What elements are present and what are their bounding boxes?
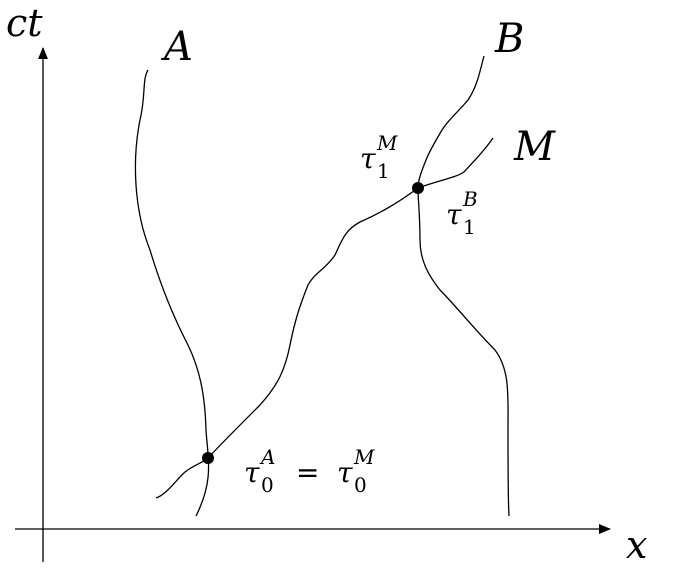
event-0-dot	[202, 452, 214, 464]
svg-text:1: 1	[377, 159, 390, 183]
svg-text:1: 1	[463, 215, 476, 239]
svg-text:M: M	[376, 131, 398, 155]
svg-text:τ: τ	[244, 456, 260, 489]
svg-text:τ: τ	[360, 142, 376, 175]
worldline-b-label: B	[494, 16, 524, 62]
svg-text:τ: τ	[446, 198, 462, 231]
event-1-b-label: τ 1 B	[446, 187, 478, 239]
event-1-m-label: τ 1 M	[360, 131, 398, 183]
svg-text:B: B	[462, 187, 478, 211]
space-axis-label: x	[626, 523, 647, 567]
worldline-a	[134, 69, 210, 517]
svg-text:A: A	[259, 445, 275, 469]
worldline-m-label: M	[513, 124, 556, 170]
svg-text:τ: τ	[337, 456, 353, 489]
time-axis-label: ct	[6, 1, 43, 45]
svg-text:0: 0	[261, 473, 274, 497]
event-1-dot	[412, 182, 424, 194]
worldline-a-label: A	[160, 24, 193, 70]
svg-text:0: 0	[354, 473, 367, 497]
svg-text:=: =	[296, 456, 319, 489]
svg-text:M: M	[353, 445, 375, 469]
worldline-b	[417, 55, 510, 517]
event-0-label: τ 0 A = τ 0 M	[244, 445, 375, 497]
